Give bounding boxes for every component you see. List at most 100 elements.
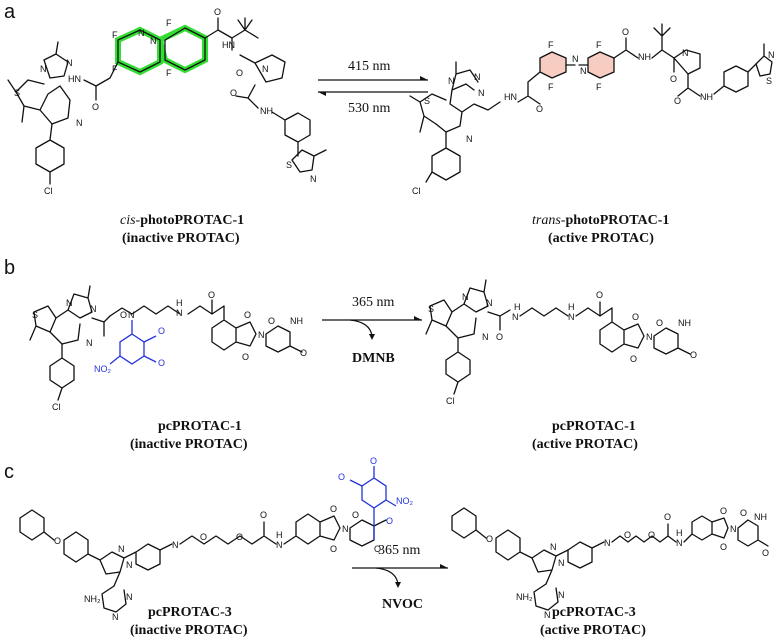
atom-n: N [176,308,183,318]
atom-hn: HN [504,92,517,102]
reaction-arrow-b [322,316,422,340]
atom-o: O [214,7,221,17]
atom-n: N [90,304,97,314]
pcprotac-1-active-structure: N N S N O N H H N O Cl O O N O NH O [425,279,697,406]
azo-highlight-pink-ring1 [540,52,566,78]
atom-o: O [244,310,251,320]
atom-n: N [66,58,73,68]
atom-n: N [310,174,317,184]
atom-f: F [166,18,172,28]
atom-n: N [66,298,73,308]
pcprotac-3-caged-structure: O N N NH₂ N N N O O O N H O O N O O O O … [19,456,414,622]
cis-photoprotac-1-subtitle: (inactive PROTAC) [122,231,240,246]
leaving-group-nvoc: NVOC [382,597,423,612]
atom-cl: Cl [52,402,61,412]
atom-o: O [260,510,267,520]
atom-n: N [478,88,485,98]
atom-o: O [656,318,663,328]
cis-prefix: cis- [120,213,141,228]
atom-n: N [568,312,575,322]
atom-n: N [172,540,179,550]
atom-n: N [126,592,133,602]
atom-o: O [330,544,337,554]
atom-o: O [622,27,629,37]
atom-o-blue: O [158,358,165,368]
atom-s: S [32,310,38,320]
atom-o: O [300,348,307,358]
pcprotac-1-right-subtitle: (active PROTAC) [532,437,638,452]
atom-n: N [86,338,93,348]
pcprotac-3-active-structure: O N N NH₂ N N N O O O N H O O N O NH O [451,506,769,620]
atom-s: S [14,88,20,98]
atom-nh2: NH₂ [516,592,533,602]
atom-n: N [138,28,145,38]
pcprotac-1-left-title: pcPROTAC-1 [158,419,242,434]
atom-n: N [676,538,683,548]
atom-n: N [76,118,83,128]
atom-n: N [550,542,557,552]
atom-o: O [268,316,275,326]
atom-o: O [720,542,727,552]
atom-n: N [112,612,119,622]
atom-n: N [512,312,519,322]
atom-o: O [92,102,99,112]
trans-photoprotac-1-structure: N N F F F F O HN O NH O N O NH S N N N N… [409,23,775,196]
atom-n: N [558,590,565,600]
equilibrium-arrows [318,76,428,96]
atom-cl: Cl [412,186,421,196]
cis-photoprotac-1-title: cis-photoPROTAC-1 [120,213,244,228]
atom-o-blue: O [386,516,393,526]
atom-o: O [670,74,677,84]
atom-n: N [126,560,133,570]
wavelength-label-c: 365 nm [378,543,421,558]
atom-n: N [40,64,47,74]
atom-hn: HN [68,74,81,84]
atom-o: O [624,530,631,540]
atom-n: N [486,298,493,308]
atom-o: O [496,332,503,342]
atom-n: N [262,64,269,74]
trans-title-main: photoPROTAC-1 [565,213,669,228]
atom-n: N [682,48,689,58]
atom-nh: NH [638,52,651,62]
atom-nh: NH [700,92,713,102]
atom-n: N [730,524,737,534]
atom-h: H [568,302,575,312]
atom-f: F [596,82,602,92]
cis-title-main: photoPROTAC-1 [140,213,244,228]
atom-f: F [166,68,172,78]
atom-s: S [424,96,430,106]
atom-n: N [558,558,565,568]
atom-o: O [352,510,359,520]
atom-s: S [766,76,772,86]
atom-o: O [54,536,61,546]
panel-label-b: b [4,257,15,279]
atom-nh: NH [290,316,303,326]
reverse-wavelength-label: 530 nm [348,101,391,116]
atom-o: O [236,68,243,78]
atom-n: N [482,332,489,342]
pcprotac-3-right-subtitle: (active PROTAC) [540,623,646,638]
atom-o-blue: O [158,326,165,336]
pcprotac-1-caged-structure: N N S N O Cl N H N O O O NO₂ O O N O NH … [29,285,307,412]
atom-cl: Cl [446,396,455,406]
atom-nh: NH [678,318,691,328]
azo-highlight-pink-ring2 [588,52,614,78]
atom-n: N [768,50,775,60]
wavelength-label-b: 365 nm [352,295,395,310]
atom-o: O [648,530,655,540]
atom-nh2: NH₂ [84,594,101,604]
atom-o: O [486,534,493,544]
atom-n: N [258,330,265,340]
atom-n: N [604,538,611,548]
atom-o: O [208,290,215,300]
pcprotac-3-right-title: pcPROTAC-3 [552,605,636,620]
atom-f: F [596,40,602,50]
atom-no2-blue: NO₂ [94,364,112,374]
trans-photoprotac-1-title: trans-photoPROTAC-1 [532,213,669,228]
atom-n: N [580,66,587,76]
pcprotac-3-left-subtitle: (inactive PROTAC) [130,623,248,638]
atom-n: N [462,292,469,302]
reaction-arrow-c [352,564,448,588]
pcprotac-3-left-title: pcPROTAC-3 [148,605,232,620]
